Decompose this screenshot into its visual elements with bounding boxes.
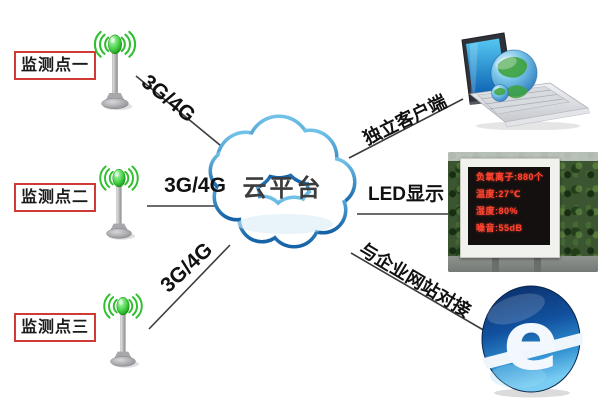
connection-line-monitor1 bbox=[135, 75, 227, 151]
led-billboard-photo: 负氧离子:880个 温度:27℃ 湿度:80% 噪音:55dB bbox=[448, 152, 598, 272]
connection-line-website bbox=[350, 252, 493, 336]
led-screen-line: 温度:27℃ bbox=[476, 189, 521, 199]
uplink-label-2: 3G/4G bbox=[164, 174, 226, 197]
billboard-pole bbox=[492, 249, 499, 272]
monitor-point-label-3: 监测点三 bbox=[14, 313, 96, 342]
connection-line-monitor3 bbox=[148, 244, 231, 330]
wireless-antenna-icon-3 bbox=[103, 293, 143, 368]
connection-line-client bbox=[348, 98, 464, 159]
led-screen: 负氧离子:880个 温度:27℃ 湿度:80% 噪音:55dB bbox=[468, 167, 550, 245]
laptop-with-globe-icon bbox=[461, 32, 590, 130]
ie-letter: e bbox=[503, 294, 559, 389]
cloud-platform-label: 云平台 bbox=[242, 175, 324, 202]
monitor-point-label-2: 监测点二 bbox=[14, 183, 96, 212]
ie-browser-icon: e bbox=[479, 285, 583, 398]
billboard-pole bbox=[534, 249, 541, 272]
photo-sky bbox=[448, 152, 598, 161]
led-screen-line: 湿度:80% bbox=[476, 206, 519, 216]
led-screen-line: 负氧离子:880个 bbox=[476, 172, 544, 182]
monitor-point-label-1: 监测点一 bbox=[14, 51, 96, 80]
cloud-icon bbox=[208, 114, 357, 249]
led-screen-frame: 负氧离子:880个 温度:27℃ 湿度:80% 噪音:55dB bbox=[460, 158, 560, 258]
wireless-antenna-icon-1 bbox=[93, 30, 137, 111]
photo-ground bbox=[448, 249, 598, 272]
led-screen-line: 噪音:55dB bbox=[476, 223, 523, 233]
wireless-antenna-icon-2 bbox=[99, 165, 139, 240]
globe-icon bbox=[490, 49, 538, 102]
led-link-label: LED显示 bbox=[367, 184, 444, 205]
